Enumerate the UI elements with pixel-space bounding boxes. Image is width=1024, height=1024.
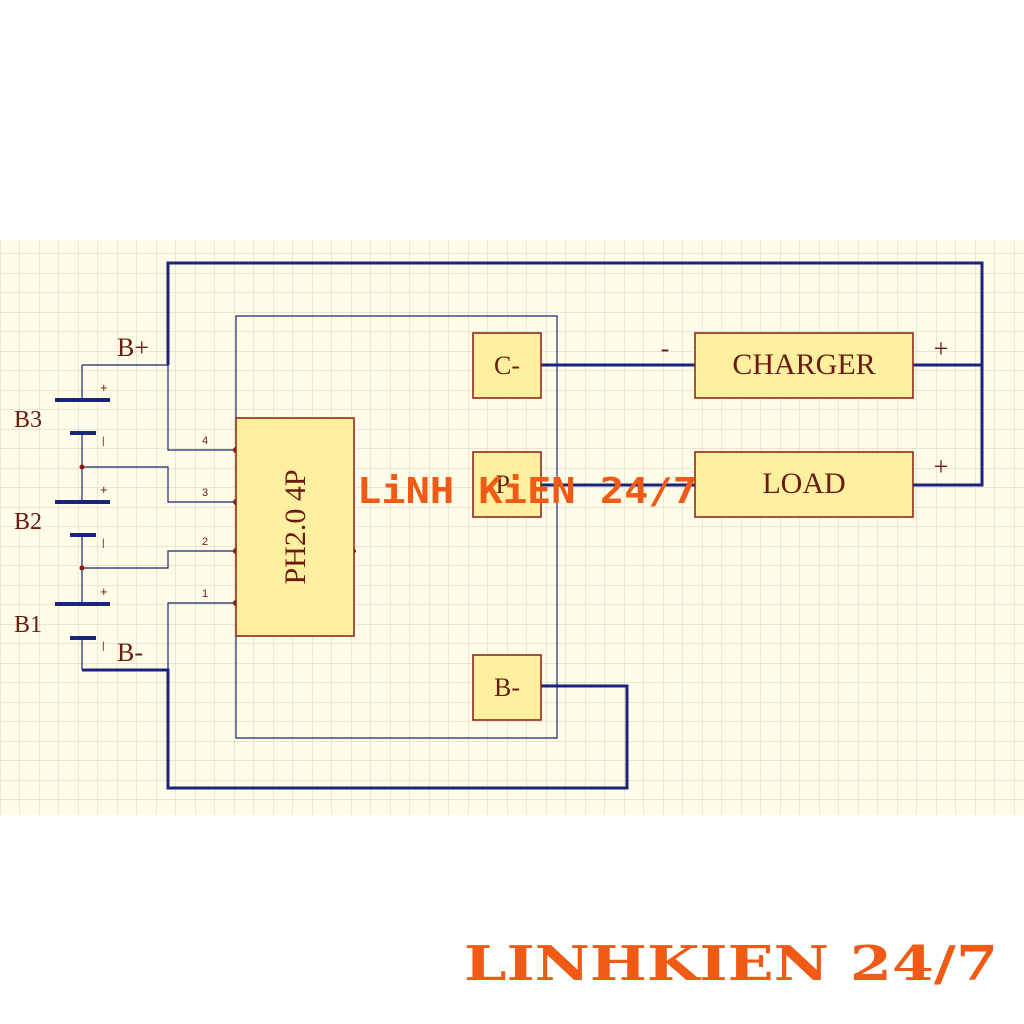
load-label: LOAD [762,467,845,500]
grid-lines [0,240,1024,815]
board-outline [235,315,558,739]
b2-minus-sign: | [102,538,105,549]
pin-1-label: 1 [202,588,208,600]
watermark-bottom: LINHKIEN 24/7 [464,936,998,992]
b2-label: B2 [14,509,42,535]
connector-ph2-label: PH2.0 4P [279,469,312,584]
pin-3-label: 3 [202,487,208,499]
load-box [694,451,914,518]
battery-cell-b3: + | B3 [14,380,110,447]
pin-4-label: 4 [202,435,208,447]
b1-minus-sign: | [102,641,105,652]
pad-b-minus-label: B- [494,673,520,702]
pad-p-minus-label: P- [495,470,518,499]
b-minus-return-wire [82,668,629,790]
b-minus-label: B- [117,638,143,667]
pad-c-minus [472,332,542,399]
load-positive-sign: + [934,452,949,481]
pad-p-minus [472,451,542,518]
charger-positive-sign: + [934,334,949,363]
b3-minus-sign: | [102,436,105,447]
b3-label: B3 [14,407,42,433]
b1-plus-sign: + [100,584,108,599]
b2-plus-sign: + [100,482,108,497]
main-wires [82,261,984,790]
pin-2-label: 2 [202,536,208,548]
pad-c-minus-label: C- [494,351,520,380]
charger-negative-sign: - [661,334,670,363]
b-plus-label: B+ [117,333,149,362]
battery-cell-b2: + | B2 [14,482,110,549]
charger-label: CHARGER [732,348,875,381]
charger-box [694,332,914,399]
watermark-middle: LiNH KiEN 24/7 [357,471,697,512]
b-plus-to-positive-wire [166,261,984,487]
b3-plus-sign: + [100,380,108,395]
battery-cell-b1: + | B1 [14,584,110,652]
pad-b-minus [472,654,542,721]
connector-ph2-box [235,417,355,637]
b1-label: B1 [14,612,42,638]
